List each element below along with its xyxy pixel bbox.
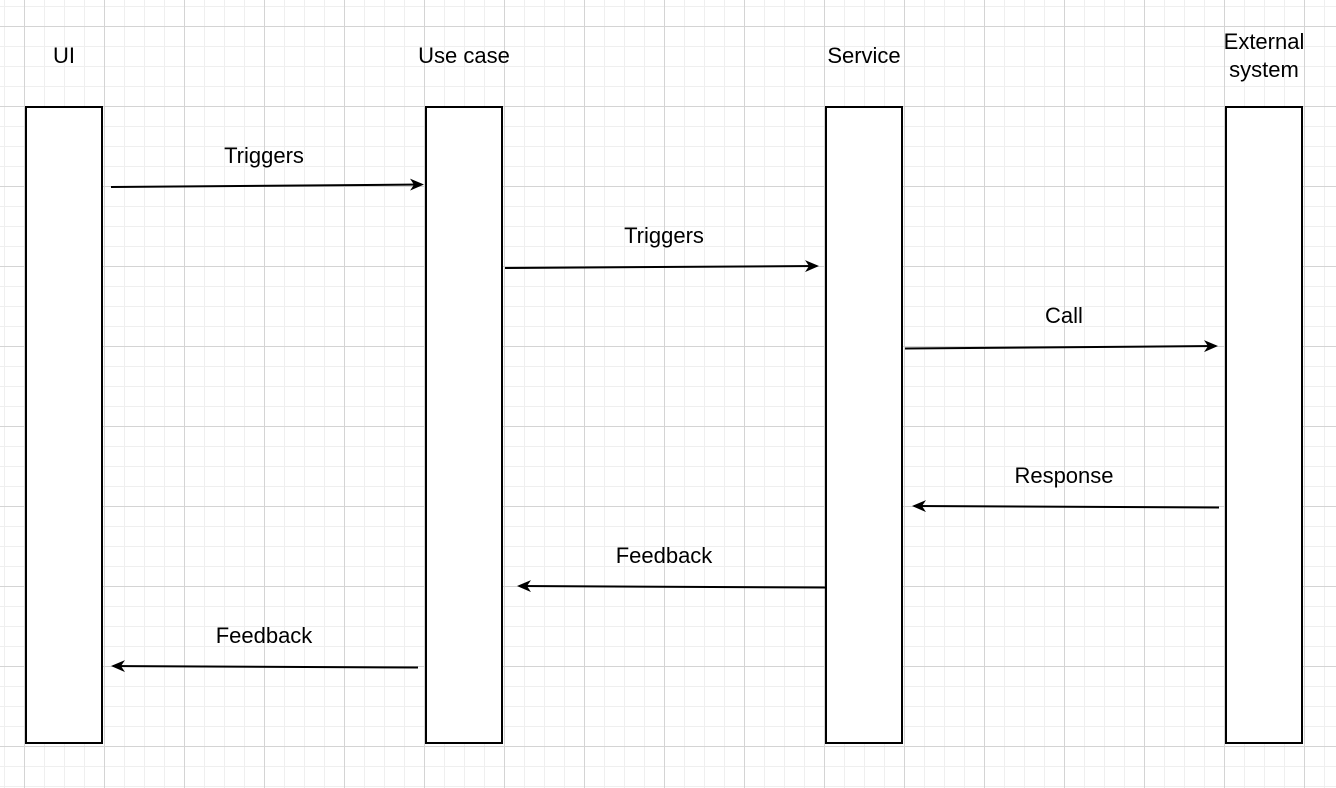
message-arrow-triggers-ui-to-use-case[interactable] [110, 178, 424, 191]
message-arrow-triggers-use-case-to-service[interactable] [504, 260, 819, 273]
lifeline-box-external-system[interactable] [1225, 106, 1303, 744]
message-label-call: Call [1045, 303, 1083, 328]
message-label-feedback-1: Feedback [616, 543, 714, 568]
message-label-response: Response [1014, 463, 1113, 488]
message-arrow-response[interactable] [912, 500, 1220, 513]
lifeline-title-use-case: Use case [418, 43, 510, 68]
lifeline-title-ui: UI [53, 43, 75, 68]
lifeline-title-external-system: External system [1223, 29, 1305, 82]
lifeline-box-use-case[interactable] [425, 106, 503, 744]
message-arrow-call[interactable] [904, 340, 1218, 353]
message-label-feedback-2: Feedback [216, 623, 314, 648]
message-arrow-feedback-use-case-to-ui[interactable] [111, 660, 419, 673]
lifeline-box-ui[interactable] [25, 106, 103, 744]
message-label-triggers-2: Triggers [624, 223, 704, 248]
lifeline-box-service[interactable] [825, 106, 903, 744]
message-label-triggers-1: Triggers [224, 143, 304, 168]
message-arrow-feedback-service-to-use-case[interactable] [517, 580, 826, 593]
lifeline-title-service: Service [827, 43, 901, 68]
